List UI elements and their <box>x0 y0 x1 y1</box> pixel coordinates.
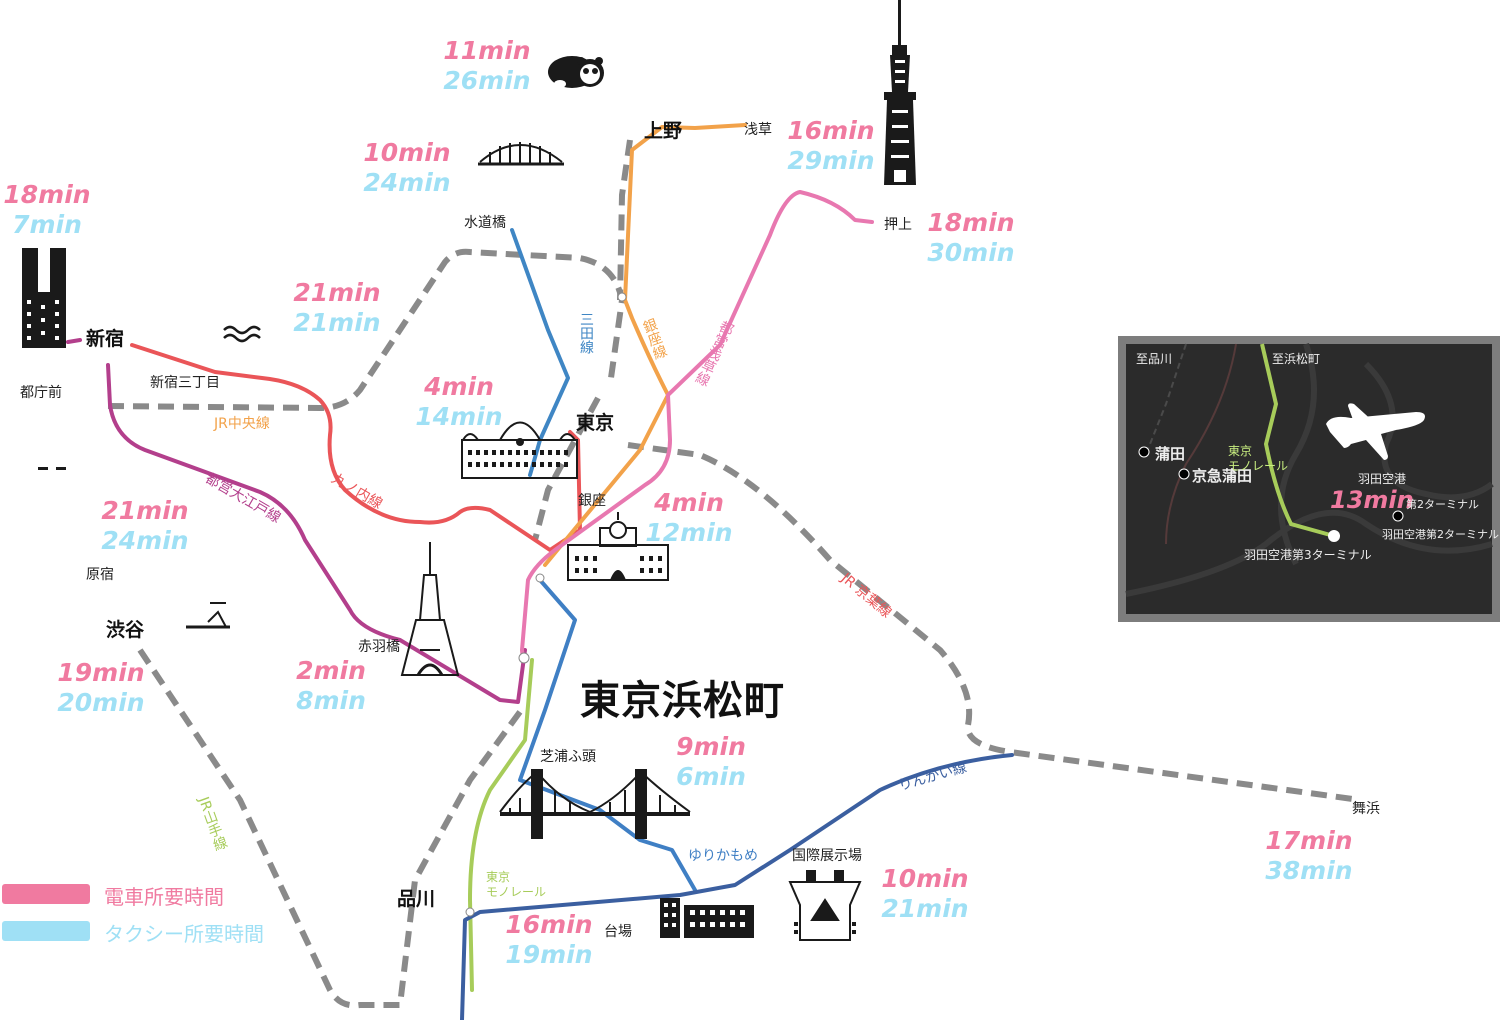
line-label-monorail: 東京 モノレール <box>486 870 547 899</box>
airplane-icon <box>1326 403 1425 460</box>
line-label-jr-chuo: JR中央線 <box>214 416 270 432</box>
legend-taxi-label: タクシー所要時間 <box>104 922 264 946</box>
tokyo-tower-icon <box>400 542 460 676</box>
line-label-mita: 三田線 <box>578 312 594 354</box>
jr-tokaido-line <box>617 139 633 301</box>
station-suidobashi: 水道橋 <box>464 215 506 231</box>
legend-taxi-swatch <box>2 921 90 941</box>
inset-monorail-line <box>1260 343 1335 538</box>
station-maihama: 舞浜 <box>1352 801 1380 817</box>
station-oshiage: 押上 <box>884 217 912 233</box>
line-label-yurikamome: ゆりかもめ <box>688 848 758 864</box>
clock-tower-icon <box>567 512 669 581</box>
station-shinagawa: 品川 <box>397 888 436 910</box>
station-daiba: 台場 <box>604 924 632 940</box>
station-shinjuku-sanchome: 新宿三丁目 <box>150 375 220 391</box>
inset-terminal2: 第2ターミナル <box>1406 498 1479 511</box>
inset-monorail: 東京 モノレール <box>1228 444 1289 473</box>
monorail-line <box>468 658 534 992</box>
station-kokusai: 国際展示場 <box>792 848 862 864</box>
jr-keihin-line <box>532 396 601 541</box>
legend-train-swatch <box>2 884 90 904</box>
inset-haneda-time: 13min <box>1330 486 1414 514</box>
station-shibuya: 渋谷 <box>106 619 145 641</box>
arch-bridge-icon <box>478 142 564 166</box>
inset-haneda-airport: 羽田空港 <box>1358 472 1407 486</box>
inset-to-hamamatsucho: 至浜松町 <box>1272 352 1321 366</box>
map-title: 東京浜松町 <box>580 678 785 724</box>
inset-terminal2-full: 羽田空港第2ターミナル <box>1382 528 1499 541</box>
legend-train-label: 電車所要時間 <box>104 885 224 909</box>
jr-chuo-line <box>107 248 626 412</box>
station-asakusa: 浅草 <box>744 122 772 138</box>
odaiba-buildings-icon <box>660 898 754 938</box>
jr-yamanote-line <box>137 648 528 1009</box>
rainbow-bridge-icon <box>499 769 691 839</box>
mita-line <box>510 228 570 477</box>
jr-keiyo-line <box>627 442 1361 803</box>
station-ueno: 上野 <box>644 120 683 142</box>
inset-to-shinagawa: 至品川 <box>1136 352 1173 366</box>
station-ginza: 銀座 <box>578 493 606 509</box>
panda-icon <box>548 56 604 88</box>
rinkai-line <box>460 753 1014 1020</box>
tokyo-station-icon <box>461 421 578 479</box>
haneda-inset-map: 至品川 至浜松町 蒲田 京急蒲田 東京 モノレール 羽田空港 13min 第2タ… <box>1118 336 1500 622</box>
inset-keikyu-kamata: 京急蒲田 <box>1192 467 1253 485</box>
inset-kamata: 蒲田 <box>1155 445 1186 463</box>
oedo-line <box>66 338 527 704</box>
tocho-building-icon <box>22 248 66 348</box>
station-harajuku: 原宿 <box>86 567 114 583</box>
dash-icon <box>38 467 48 470</box>
station-shibaura: 芝浦ふ頭 <box>540 749 596 765</box>
station-tochomae: 都庁前 <box>20 385 62 401</box>
station-tokyo: 東京 <box>576 412 615 434</box>
marunouchi-line <box>130 343 582 552</box>
shibuya-icon <box>186 602 230 629</box>
big-sight-icon <box>788 870 862 941</box>
inset-map-body: 至品川 至浜松町 蒲田 京急蒲田 東京 モノレール 羽田空港 13min 第2タ… <box>1125 343 1499 614</box>
asakusa-line <box>520 190 874 662</box>
inset-map-lines <box>1125 343 1494 597</box>
waves-icon <box>223 325 261 343</box>
inset-terminal3: 羽田空港第3ターミナル <box>1244 548 1372 562</box>
station-akabanebashi: 赤羽橋 <box>358 639 400 655</box>
station-shinjuku: 新宿 <box>86 328 125 350</box>
